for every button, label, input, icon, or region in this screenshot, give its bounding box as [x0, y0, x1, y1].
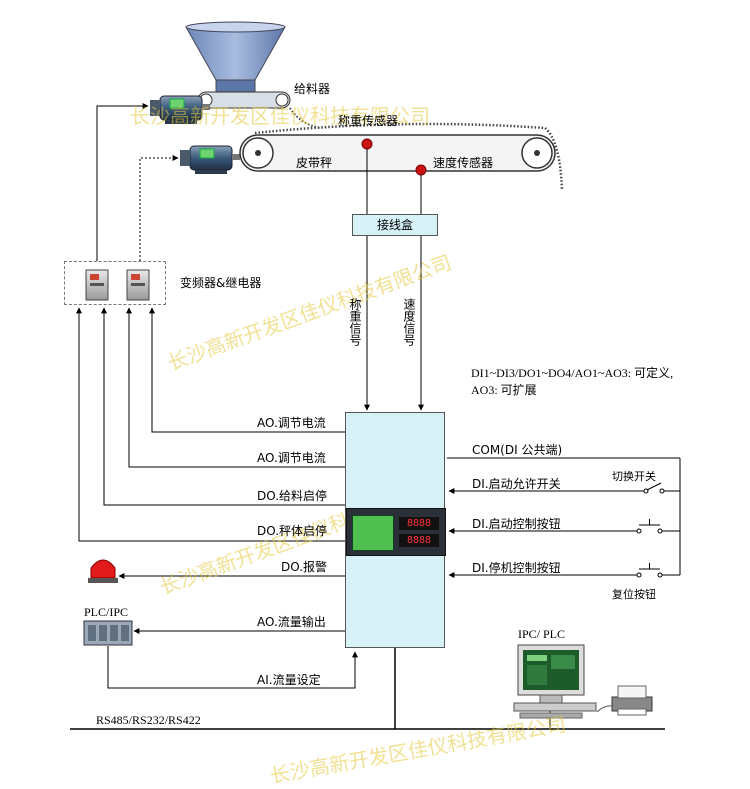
- do-scale-label: DO.秤体启停: [257, 524, 328, 538]
- instrument-lcd: [352, 515, 394, 551]
- ipc-plc-label: IPC/ PLC: [518, 627, 566, 641]
- feeder-motor: [150, 95, 210, 124]
- weighing-instrument: 8888 8888: [346, 508, 446, 556]
- weigh-sensor-label: 称重传感器: [338, 114, 399, 128]
- vfd-units: [85, 269, 150, 301]
- start-button-symbol: [636, 519, 663, 534]
- di-start-label: DI.启动控制按钮: [472, 517, 561, 531]
- di-input-lines: [447, 457, 681, 578]
- vfd-to-motor-lines: [96, 103, 179, 261]
- speed-sensor-label: 速度传感器: [433, 156, 494, 170]
- ao-current-1-label: AO.调节电流: [257, 416, 326, 430]
- com-label: COM(DI 公共端): [472, 443, 563, 457]
- belt-motor: [180, 145, 240, 174]
- vfd-relay-group: [64, 261, 166, 305]
- plc-rack: [83, 620, 133, 646]
- hopper: [185, 21, 286, 93]
- belt-scale-label: 皮带秤: [296, 156, 333, 170]
- switch-symbol: [643, 482, 665, 494]
- controller-panel: 8888 8888: [345, 412, 446, 648]
- main-belt: [239, 107, 564, 191]
- vfd-relay-label: 变频器&继电器: [180, 276, 262, 290]
- display-1: 8888: [399, 517, 439, 530]
- di-stop-label: DI.停机控制按钮: [472, 561, 561, 575]
- display-2: 8888: [399, 534, 439, 547]
- do-alarm-label: DO.报警: [281, 560, 328, 574]
- alarm-lamp: [88, 559, 118, 583]
- ipc-computer: [513, 644, 597, 719]
- speed-signal-label: 速度信号: [402, 298, 416, 346]
- junction-box: 接线盒: [352, 214, 438, 236]
- ao-current-2-label: AO.调节电流: [257, 451, 326, 465]
- stop-button-symbol: [636, 563, 663, 578]
- switch-label: 切换开关: [612, 470, 656, 483]
- controller-output-lines: [76, 307, 358, 689]
- plc-ipc-label: PLC/IPC: [84, 605, 129, 619]
- ao-flow-out-label: AO.流量输出: [257, 615, 326, 629]
- ai-flow-set-label: AI.流量设定: [257, 673, 321, 687]
- do-feed-label: DO.给料启停: [257, 489, 328, 503]
- feeder-label: 给料器: [294, 82, 331, 96]
- feeder-belt: [197, 91, 291, 109]
- io-note-2: AO3: 可扩展: [471, 383, 537, 397]
- io-note-1: DI1~DI3/DO1~DO4/AO1~AO3: 可定义,: [471, 366, 674, 380]
- di-enable-label: DI.启动允许开关: [472, 477, 561, 491]
- junction-box-label: 接线盒: [376, 218, 413, 232]
- bus-label: RS485/RS232/RS422: [96, 713, 201, 727]
- weigh-signal-label: 称重信号: [348, 298, 362, 346]
- reset-button-label: 复位按钮: [612, 588, 656, 601]
- printer: [596, 685, 653, 716]
